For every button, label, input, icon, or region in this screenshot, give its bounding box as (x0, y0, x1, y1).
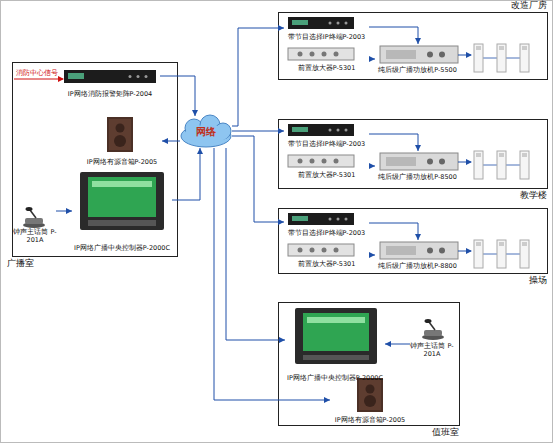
network-connector (369, 223, 418, 240)
network-connector (385, 344, 410, 345)
area-box: 教学楼带节目选择IP终端P-2003前置放大器P-5301纯后级广播功放机P-8… (278, 119, 548, 189)
network-connector (172, 148, 200, 200)
network-connector (369, 166, 375, 167)
device-node: 钟声主话筒 P-201A (410, 318, 454, 358)
speaker-cone (114, 135, 126, 147)
mic-head (425, 319, 432, 323)
device-node: 纯后级广播功放机P-8800 (375, 240, 460, 270)
unit-display (68, 73, 84, 79)
device-label: 带节目选择IP终端P-2003 (280, 141, 373, 148)
device-node: IP网络有源音箱P-2005 (82, 116, 162, 166)
mic-head (26, 207, 33, 211)
speaker-cone (116, 124, 125, 133)
device-node: 纯后级广播功放机P-8500 (375, 151, 460, 181)
device-label: 钟声主话筒 P-201A (406, 343, 458, 358)
device-label: 带节目选择IP终端P-2003 (280, 230, 373, 237)
unit-button (145, 75, 148, 78)
speaker-cone (364, 395, 376, 407)
network-connector (369, 59, 375, 60)
network-cloud: 网络 (180, 116, 232, 148)
network-connector (369, 255, 375, 256)
controller-screen (88, 177, 156, 217)
signal-arrow (14, 79, 63, 80)
active-speaker (107, 117, 133, 152)
device-node: IP网络消防报警矩阵P-2004 (60, 68, 160, 98)
device-node: 钟声主话筒 P-201A (14, 206, 56, 244)
screen-band (307, 317, 365, 323)
controller-unit (295, 308, 377, 364)
mic-stem (429, 322, 435, 330)
mic-body (424, 330, 442, 336)
speaker-front (109, 119, 131, 150)
network-connector (214, 148, 330, 400)
network-connector (160, 76, 195, 116)
unit-button (137, 75, 140, 78)
area-box: 广播室IP网络消防报警矩阵P-2004IP网络有源音箱P-2005IP网络广播中… (12, 62, 178, 257)
network-connector (369, 27, 418, 44)
area-title: 操场 (529, 274, 547, 287)
controller-strip (88, 220, 156, 226)
device-node: IP网络有源音箱P-2005 (330, 376, 410, 424)
area-box: 操场带节目选择IP终端P-2003前置放大器P-5301纯后级广播功放机P-88… (278, 208, 548, 274)
device-node: 带节目选择IP终端P-2003 (284, 211, 369, 237)
device-label: IP网络有源音箱P-2005 (78, 159, 166, 166)
active-speaker (357, 378, 383, 412)
mic-body (25, 218, 43, 224)
device-node: IP网络广播中央控制器P-2000C (72, 170, 172, 252)
area-title: 广播室 (7, 257, 34, 270)
device-node: 带节目选择IP终端P-2003 (284, 122, 369, 148)
controller-strip (303, 355, 369, 360)
device-node: 前置放大器P-5301 (284, 242, 369, 268)
device-node: 带节目选择IP终端P-2003 (284, 15, 369, 41)
network-cloud-art (181, 115, 231, 147)
network-connector (369, 134, 418, 151)
mic-stem (30, 210, 36, 218)
device-label: 纯后级广播功放机P-8800 (371, 263, 464, 270)
device-label: 前置放大器P-5301 (280, 261, 373, 268)
cloud-label: 网络 (180, 116, 232, 148)
controller-screen (303, 313, 369, 351)
alarm-matrix-unit (64, 70, 156, 83)
device-node: IP网络广播中央控制器P-2000C (285, 306, 385, 382)
network-connector (162, 141, 180, 142)
device-label: 纯后级广播功放机P-8500 (371, 174, 464, 181)
device-node: 纯后级广播功放机P-5500 (375, 44, 460, 74)
area-title: 改造厂房 (511, 0, 547, 12)
device-label: IP网络广播中央控制器P-2000C (68, 245, 176, 252)
network-connector (226, 148, 285, 340)
speaker-cone (366, 385, 375, 394)
screen-band (92, 181, 152, 187)
device-label: 钟声主话筒 P-201A (10, 229, 60, 244)
signal-label: 消防中心信号 (16, 69, 58, 78)
network-connector (232, 136, 284, 222)
device-node: 前置放大器P-5301 (284, 46, 369, 72)
device-node: 前置放大器P-5301 (284, 153, 369, 179)
device-label: IP网络消防报警矩阵P-2004 (56, 91, 164, 98)
area-box: 值班室IP网络广播中央控制器P-2000C钟声主话筒 P-201AIP网络有源音… (278, 302, 460, 426)
network-connector (56, 211, 72, 212)
area-box: 改造厂房带节目选择IP终端P-2003前置放大器P-5301纯后级广播功放机P-… (278, 12, 548, 80)
speaker-front (359, 380, 381, 410)
device-label: 前置放大器P-5301 (280, 65, 373, 72)
network-connector (232, 28, 284, 126)
controller-unit (80, 172, 164, 230)
device-label: IP网络广播中央控制器P-2000C (281, 375, 389, 382)
unit-button (129, 75, 132, 78)
device-label: 前置放大器P-5301 (280, 172, 373, 179)
device-label: 带节目选择IP终端P-2003 (280, 34, 373, 41)
network-connector (232, 131, 284, 132)
area-title: 值班室 (432, 426, 459, 439)
area-title: 教学楼 (520, 189, 547, 202)
device-label: 纯后级广播功放机P-5500 (371, 67, 464, 74)
device-label: IP网络有源音箱P-2005 (326, 417, 414, 424)
